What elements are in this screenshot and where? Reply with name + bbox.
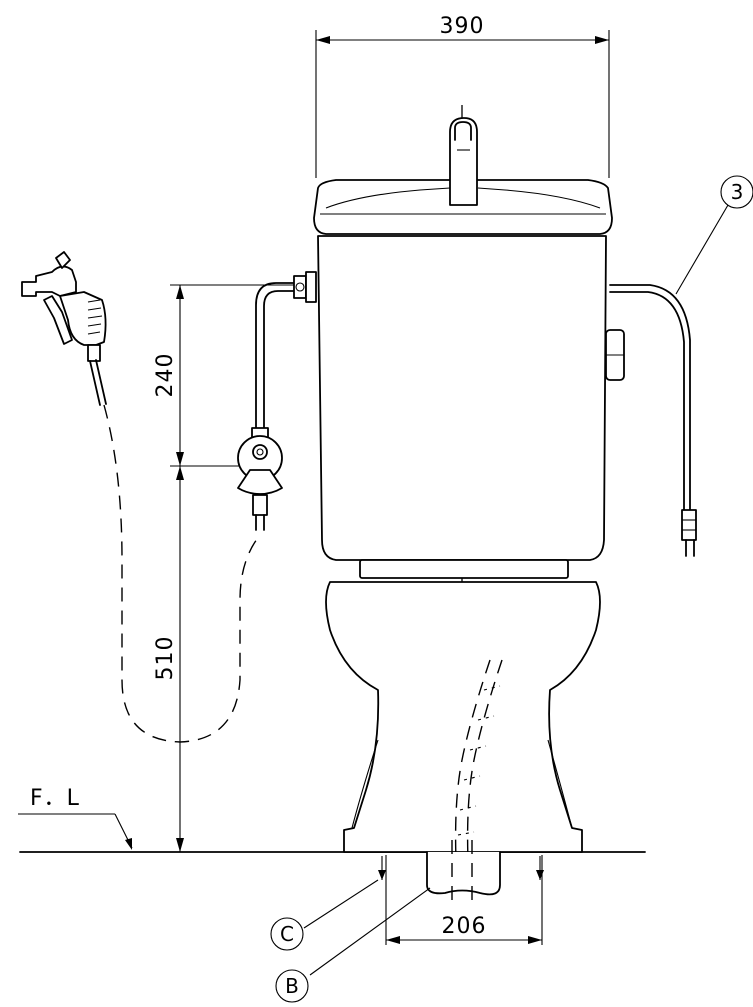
spray-hose [103,404,261,743]
floor-level-label-group: F．L [18,786,133,850]
inner-hose [454,659,503,861]
floor-bolts [378,856,544,880]
tank-lever [449,117,478,206]
drain-pipe [426,840,501,905]
floor-level-label: F．L [30,786,80,811]
callout-c: C [270,879,379,951]
power-cord [609,284,697,557]
stop-valve [237,427,283,531]
tank-bowl-connector [359,559,569,579]
dimension-390-label: 390 [440,14,485,39]
callout-b-label: B [285,974,299,998]
callout-b: B [275,887,431,1003]
callout-c-label: C [280,922,294,946]
dimension-vertical: 240 510 [153,284,300,852]
tank-lid [313,179,613,235]
dimension-240-label: 240 [153,353,178,398]
tank-body [317,235,607,561]
callout-3-label: 3 [731,180,744,204]
callout-3: 3 [675,175,753,295]
water-supply-pipe [255,271,317,433]
toilet-bowl [325,581,601,853]
dimension-206-label: 206 [442,914,487,939]
tank-side-button [605,329,625,381]
dimension-510-label: 510 [153,636,178,681]
spray-wand [21,251,107,406]
dimension-390: 390 [315,14,610,178]
